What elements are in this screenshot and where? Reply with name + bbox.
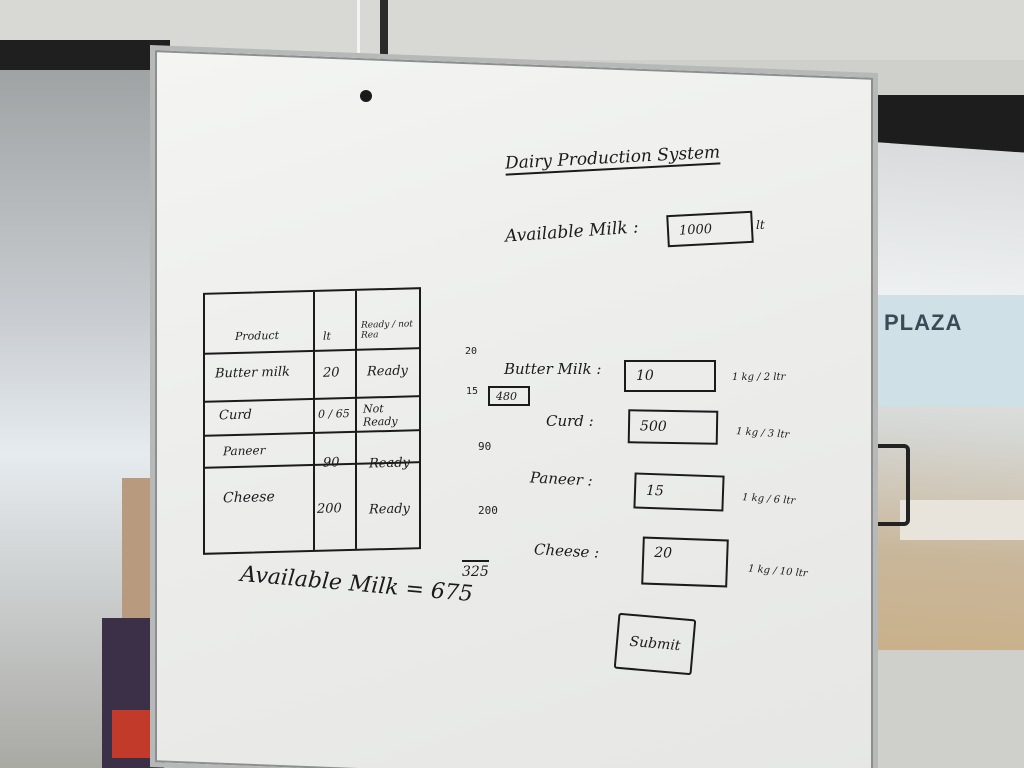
row-lt: 200 [317, 501, 342, 517]
note-total: 325 [462, 560, 489, 580]
note-15: 15 [466, 386, 479, 397]
header-lt: lt [323, 329, 331, 343]
row-product: Cheese [223, 488, 275, 507]
submit-button[interactable]: Submit [613, 612, 697, 676]
row-lt: 20 [323, 365, 340, 381]
header-product: Product [235, 328, 279, 344]
row-lt: 90 [323, 455, 340, 471]
note-20: 20 [465, 346, 478, 357]
curd-input[interactable]: 500 [627, 409, 719, 445]
row-product: Butter milk [215, 364, 290, 382]
butter-milk-label: Butter Milk : [504, 360, 602, 378]
row-status: Not Ready [363, 402, 398, 429]
cheese-label: Cheese : [533, 540, 600, 562]
paneer-input[interactable]: 15 [633, 472, 725, 512]
note-200: 200 [478, 504, 498, 517]
row-product: Paneer [223, 443, 266, 459]
butter-milk-input[interactable]: 10 [624, 360, 716, 392]
header-ready: Ready / not Rea [361, 319, 413, 341]
row-lt: 0 / 65 [318, 407, 350, 421]
window-frame-bar [0, 40, 170, 70]
available-milk-input[interactable]: 1000 [666, 210, 754, 248]
product-table: Product lt Ready / not Rea Butter milk 2… [203, 287, 421, 555]
row-product: Curd [219, 407, 252, 424]
row-status: Ready [367, 363, 408, 380]
magnet [360, 90, 372, 102]
available-milk-unit: lt [756, 218, 765, 232]
lower-wall [870, 650, 1024, 768]
shop-banner [900, 500, 1024, 540]
curd-label: Curd : [546, 412, 594, 430]
cheese-input[interactable]: 20 [641, 536, 729, 588]
row-status: Ready [369, 455, 410, 472]
ceiling-frame [380, 0, 388, 60]
hanging-wire [357, 0, 360, 92]
note-90: 90 [478, 440, 492, 453]
note-box: 480 [488, 386, 530, 406]
butter-milk-ratio: 1 kg / 2 ltr [732, 372, 786, 383]
paneer-label: Paneer : [529, 468, 594, 490]
row-status: Ready [369, 501, 410, 518]
